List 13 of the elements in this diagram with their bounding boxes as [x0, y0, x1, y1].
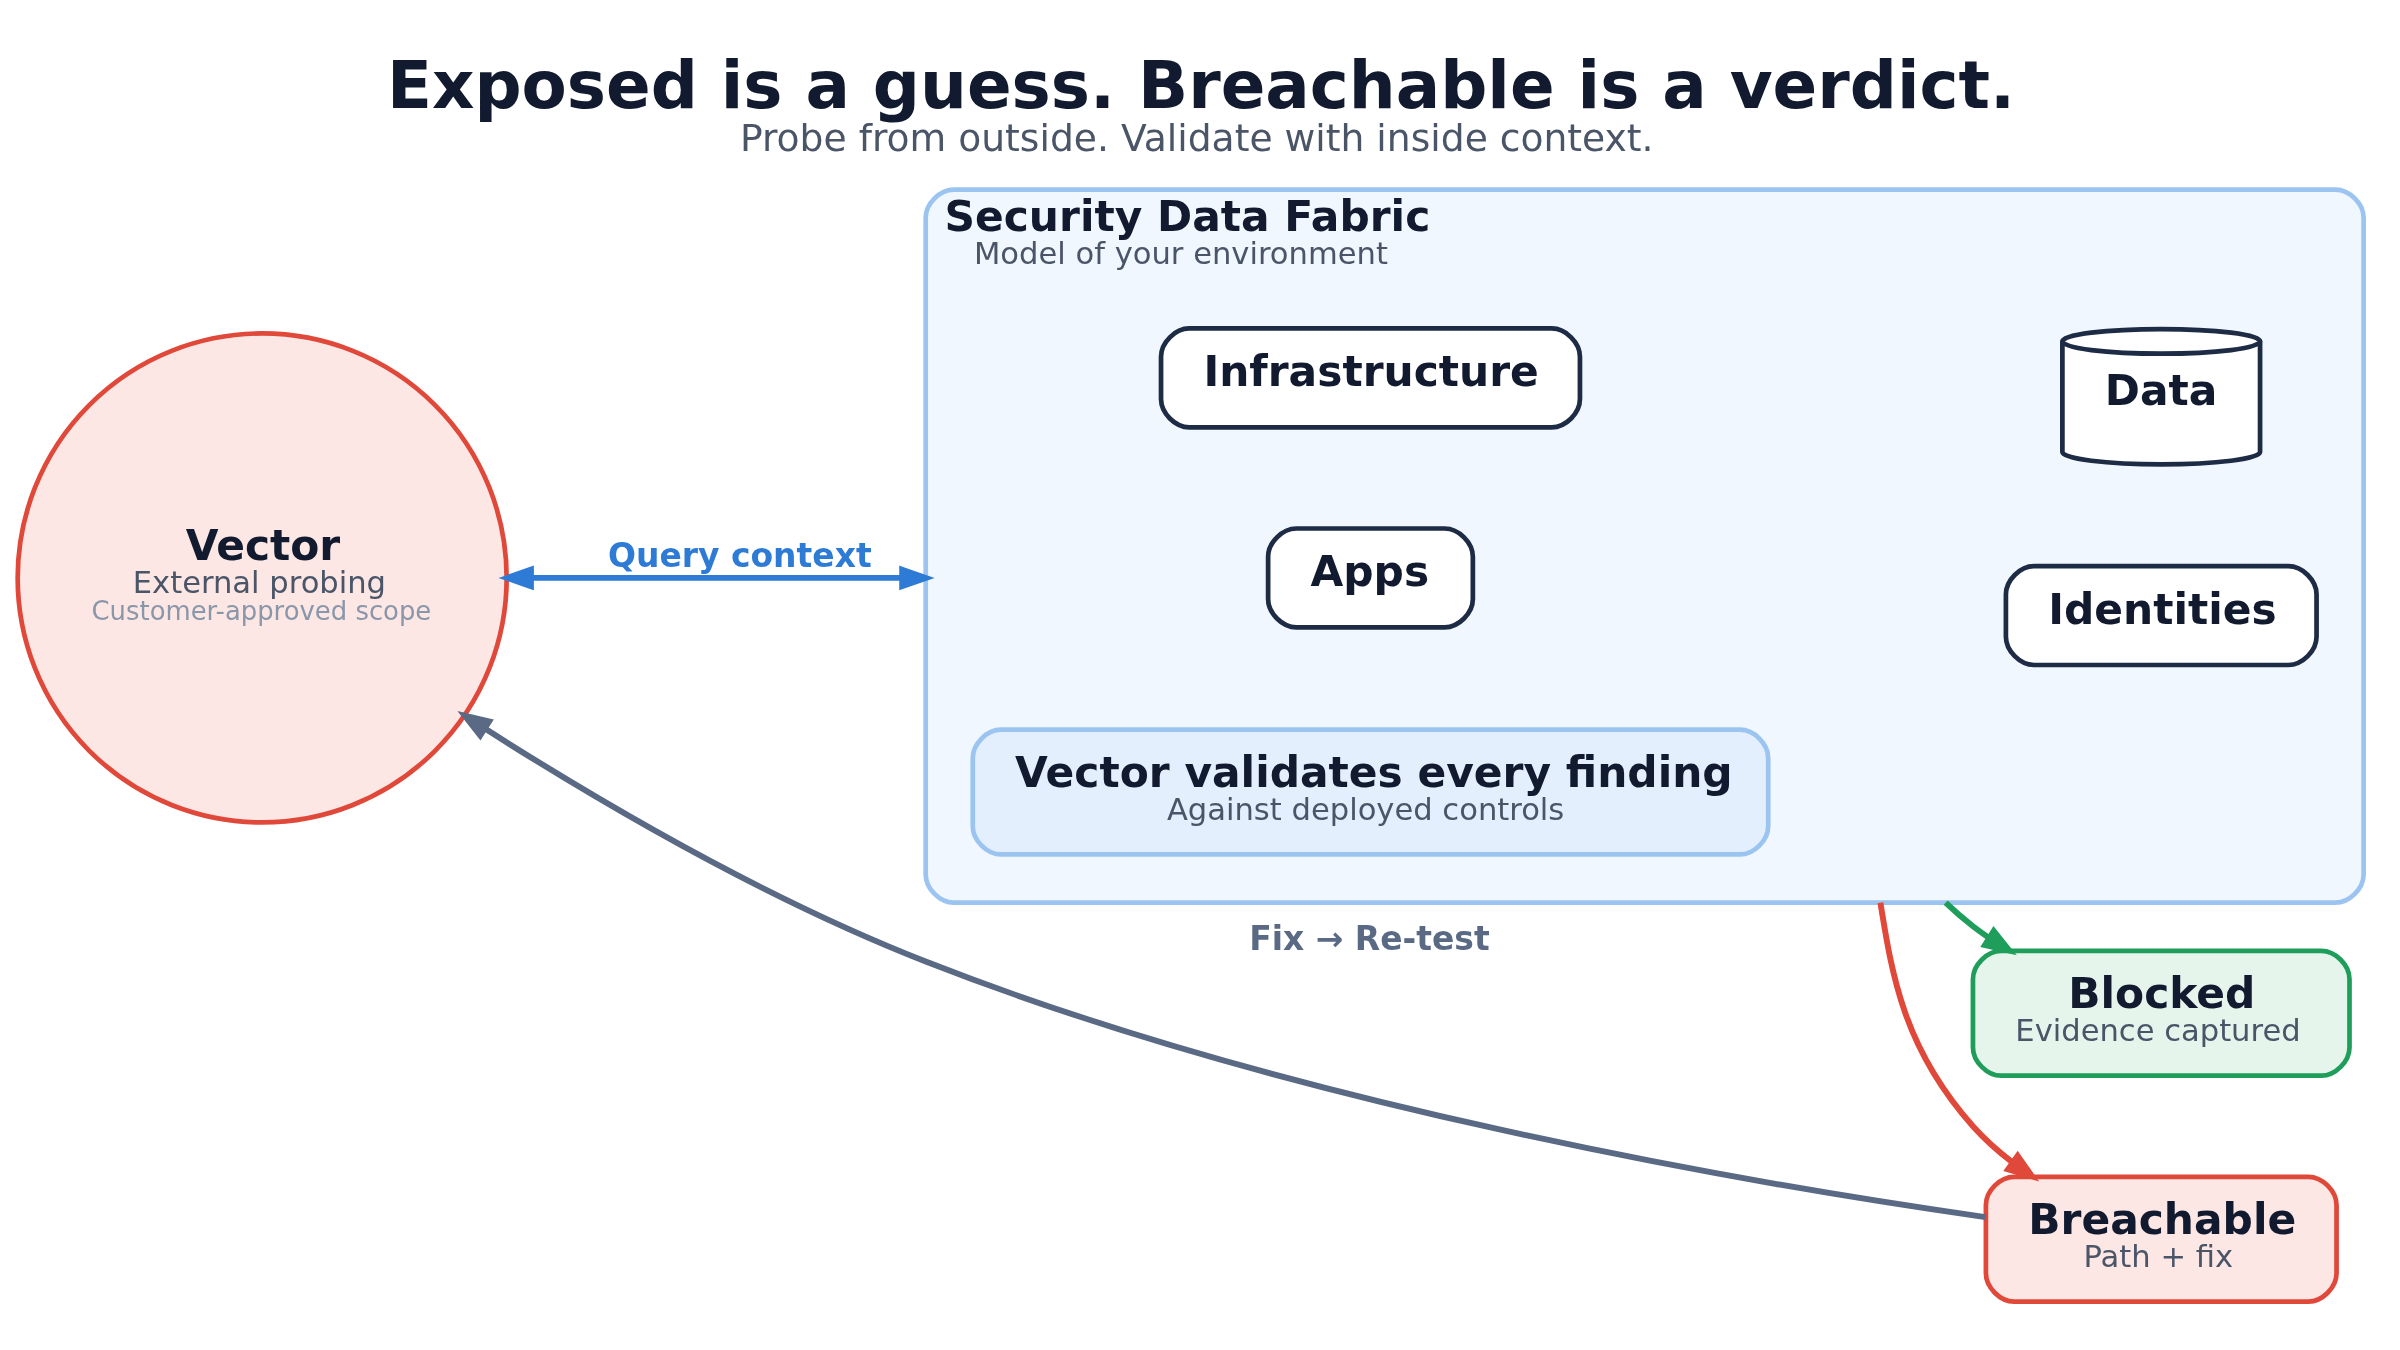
node-box: Blocked Evidence captured — [1970, 948, 2352, 1078]
arrow — [498, 565, 935, 591]
edge-label: Fix → Re-test — [1249, 919, 1490, 959]
node-box: Infrastructure — [1158, 326, 1583, 430]
arrow — [1877, 902, 2040, 1182]
node-box: Identities — [2003, 563, 2319, 668]
edge-label: Query context — [608, 535, 872, 575]
node-box: Breachable Path + fix — [1983, 1174, 2339, 1304]
node-box: Apps — [1265, 526, 1476, 630]
node-box: Vector validates every finding Against deployed controls — [970, 727, 1771, 857]
node-circle: Vector External probing Customer-approved scope — [15, 331, 509, 825]
arrow — [1943, 900, 2017, 956]
arrow — [457, 710, 1986, 1221]
